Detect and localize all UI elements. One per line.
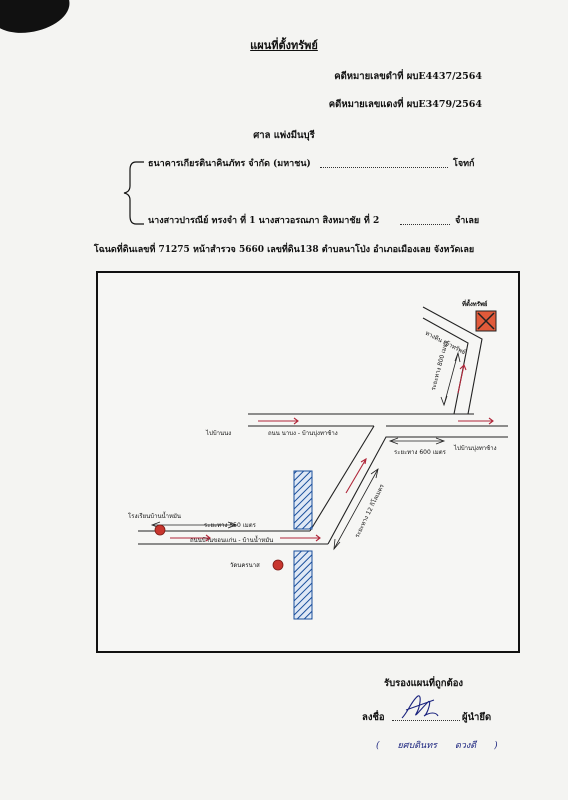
signature-label: ลงชื่อ bbox=[362, 712, 385, 723]
defendant-names: นางสาวปารณีย์ ทรงจำ ที่ 1 นางสาวอรณภา สิ… bbox=[148, 216, 380, 226]
school-label: โรงเรียนบ้านน้ำหมัน bbox=[128, 513, 182, 520]
name-close-paren: ) bbox=[494, 741, 498, 751]
signer-last-name: ดวงดี bbox=[454, 741, 477, 751]
location-map: ที่ตั้งทรัพย์ ทางดิน เข้าทรัพย์ ระยะทาง … bbox=[96, 271, 520, 653]
certify-text: รับรองแผนที่ถูกต้อง bbox=[384, 678, 464, 689]
party-brace bbox=[123, 161, 144, 225]
defendant-role: จำเลย bbox=[455, 216, 480, 226]
handwritten-signature bbox=[401, 695, 439, 719]
defendant-dotline bbox=[400, 224, 450, 225]
temple-marker-icon bbox=[272, 559, 284, 571]
canal-block-upper bbox=[293, 470, 313, 530]
property-marker-icon bbox=[475, 310, 497, 332]
to-na-mong-label: ไปบ้านนง bbox=[206, 430, 232, 437]
signer-name: ( ยศบดินทร ดวงดี) bbox=[376, 738, 516, 752]
black-case-number: คดีหมายเลขดำที่ ผบE4437/2564 bbox=[334, 71, 482, 82]
court-name: ศาล แพ่งมีนบุรี bbox=[253, 130, 315, 141]
canal-block-lower bbox=[293, 550, 313, 620]
diagonal-road-right-edge bbox=[327, 436, 508, 545]
name-open-paren: ( bbox=[376, 741, 380, 751]
road-top-label: ถนน นาบง - บ้านบุ่งทาช้าง bbox=[268, 430, 338, 437]
signer-first-name: ยศบดินทร bbox=[397, 741, 437, 751]
red-case-number: คดีหมายเลขแดงที่ ผบE3479/2564 bbox=[328, 99, 482, 110]
property-label: ที่ตั้งทรัพย์ bbox=[462, 301, 488, 308]
diagonal-road-left-edge bbox=[309, 425, 375, 532]
plaintiff-dotline bbox=[320, 167, 448, 168]
map-drawing bbox=[138, 306, 508, 620]
page-title: แผนที่ตั้งทรัพย์ bbox=[250, 39, 318, 52]
to-bung-label: ไปบ้านบุ่งทาช้าง bbox=[454, 445, 497, 452]
temple-label: วัดนครนาส bbox=[230, 562, 260, 569]
plaintiff-name: ธนาคารเกียรตินาคินภัทร จำกัด (มหาชน) bbox=[148, 159, 311, 169]
distance-550-label: ระยะทาง 550 เมตร bbox=[204, 522, 256, 529]
signature-line bbox=[392, 720, 460, 721]
deed-description: โฉนดที่ดินเลขที่ 71275 หน้าสำรวจ 5660 เล… bbox=[93, 245, 475, 255]
scan-smudge bbox=[0, 0, 73, 38]
distance-600-label: ระยะทาง 600 เมตร bbox=[394, 449, 446, 456]
plaintiff-role: โจทก์ bbox=[453, 159, 475, 169]
road-bottom-label: ถนนบ้านขอนแก่น - บ้านน้ำหมัน bbox=[190, 537, 274, 544]
soi-right-edge bbox=[422, 306, 483, 415]
signer-role: ผู้นำยึด bbox=[462, 712, 492, 723]
school-marker-icon bbox=[154, 524, 166, 536]
